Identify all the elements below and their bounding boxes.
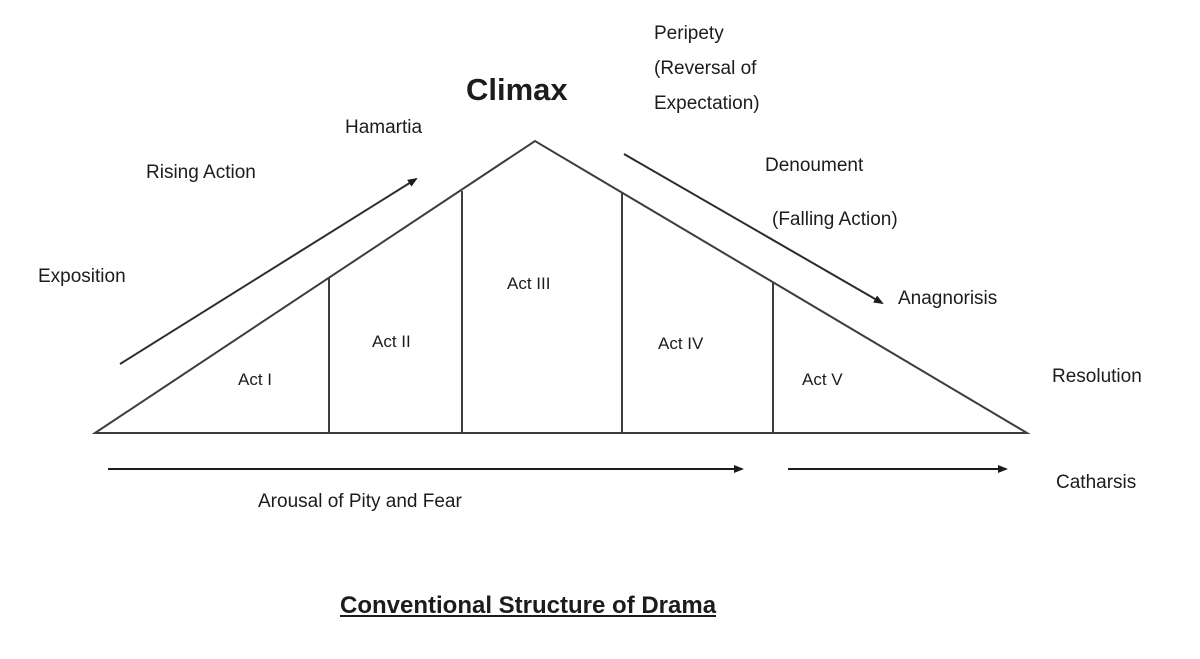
resolution-label: Resolution: [1052, 366, 1142, 387]
climax-label: Climax: [466, 72, 568, 107]
pyramid-triangle: [91, 139, 1031, 434]
rising-action-arrow: [119, 177, 418, 365]
falling-action-label: (Falling Action): [772, 209, 898, 230]
act-3-label: Act III: [507, 274, 551, 293]
act-2-label: Act II: [372, 332, 411, 351]
peripety-line3: Expectation): [654, 93, 760, 114]
act-4-label: Act IV: [658, 334, 704, 353]
denoument-label: Denoument: [765, 155, 864, 176]
arousal-of-pity-and-fear-label: Arousal of Pity and Fear: [258, 491, 462, 512]
peripety-line1: Peripety: [654, 23, 724, 44]
hamartia-label: Hamartia: [345, 117, 423, 138]
exposition-label: Exposition: [38, 266, 126, 287]
act-5-label: Act V: [802, 370, 843, 389]
falling-action-arrow: [623, 153, 884, 305]
peripety-label: Peripety (Reversal of Expectation): [654, 16, 760, 121]
rising-action-label: Rising Action: [146, 162, 256, 183]
peripety-line2: (Reversal of: [654, 58, 757, 79]
act-1-label: Act I: [238, 370, 273, 389]
anagnorisis-label: Anagnorisis: [898, 288, 998, 309]
catharsis-label: Catharsis: [1056, 472, 1137, 493]
diagram-title: Conventional Structure of Drama: [340, 592, 717, 619]
